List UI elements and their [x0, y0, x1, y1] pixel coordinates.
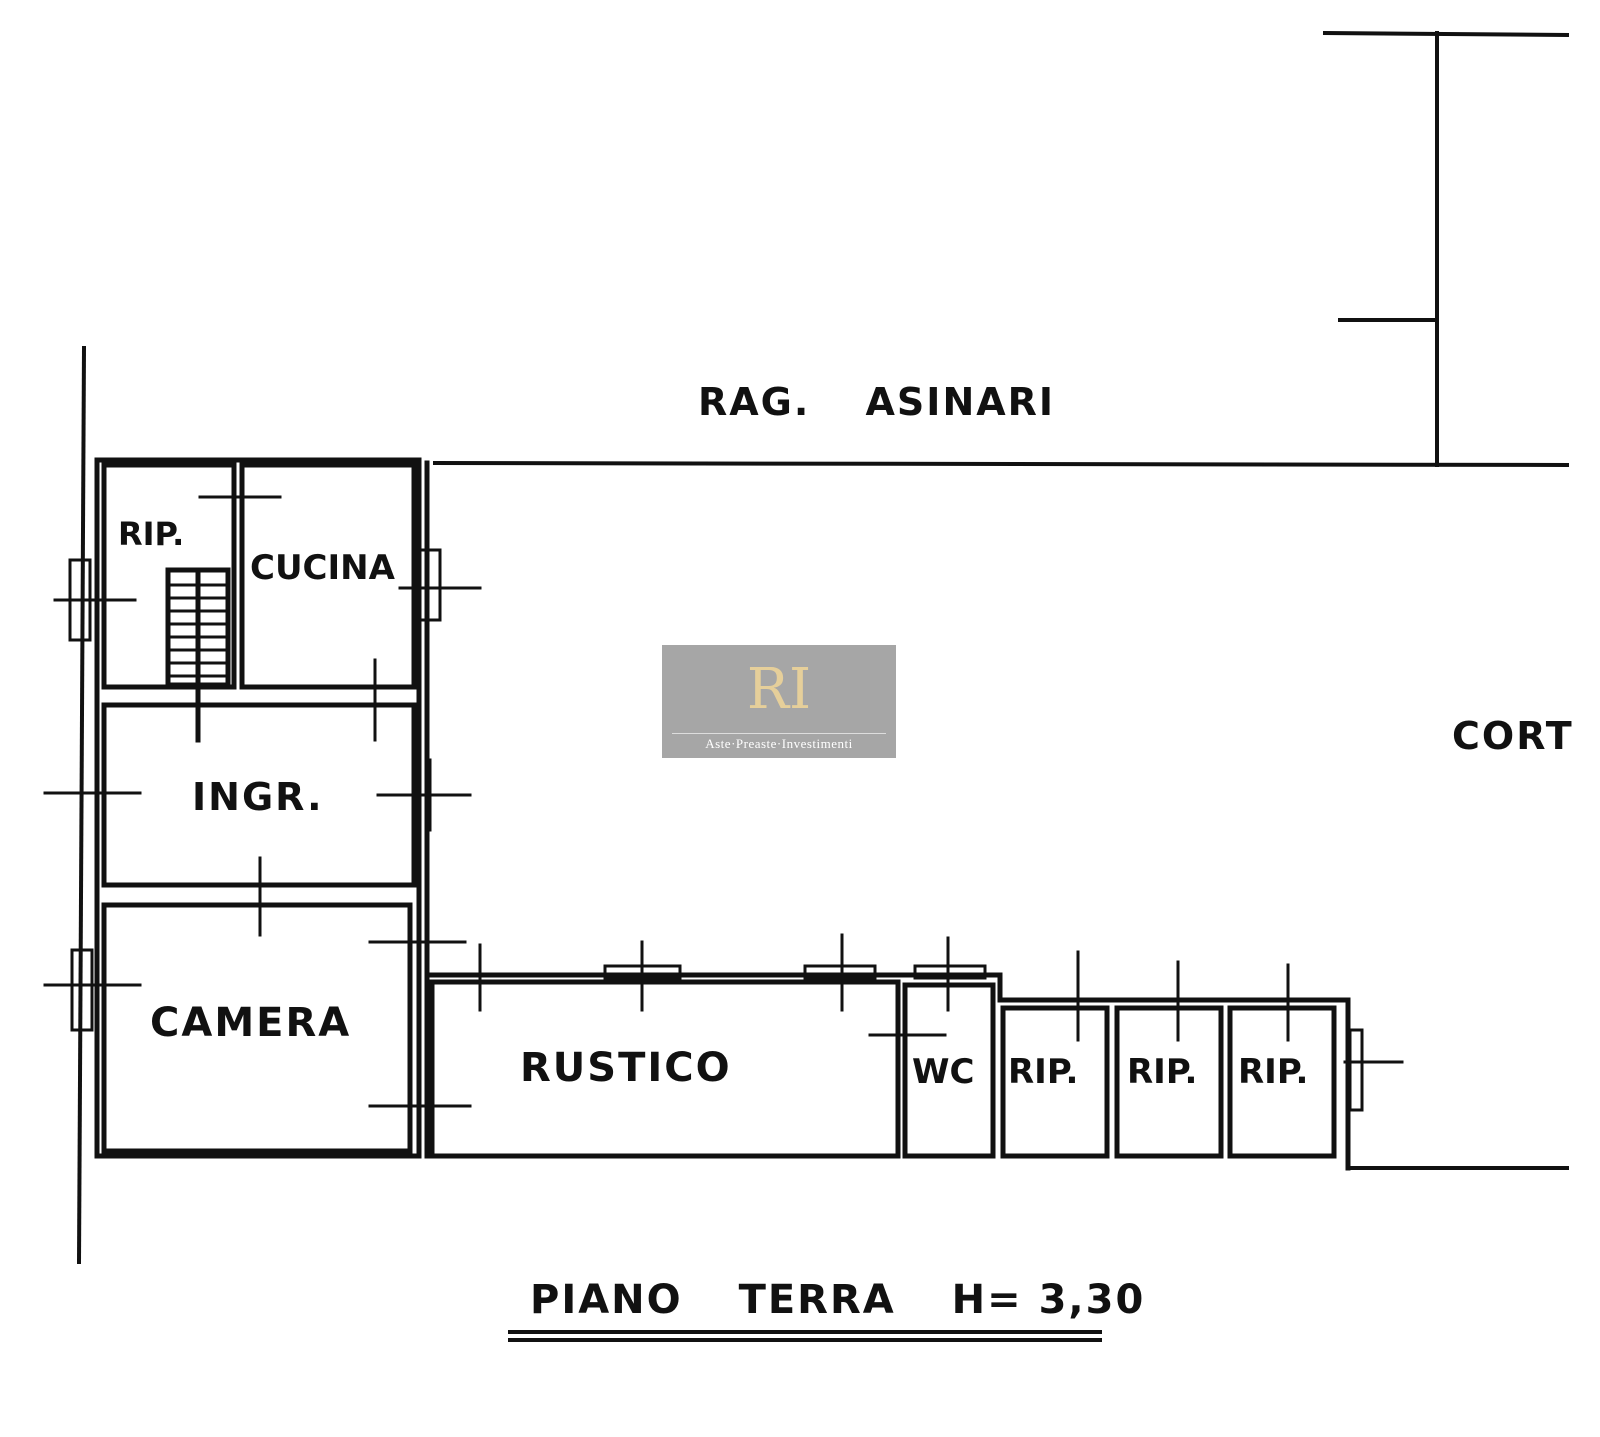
room-label-camera: CAMERA [150, 1000, 352, 1046]
floor-title: PIANO TERRA H= 3,30 [530, 1277, 1145, 1323]
outbuilding-walls [427, 972, 1351, 1171]
watermark-tagline: Aste·Preaste·Investimenti [672, 733, 886, 752]
staircase [165, 567, 231, 743]
room-label-rip-1: RIP. [1008, 1052, 1079, 1092]
watermark-logo: RI [746, 657, 812, 722]
watermark: RI Aste·Preaste·Investimenti [662, 645, 896, 758]
room-label-rip-2: RIP. [1127, 1052, 1198, 1092]
room-label-rustico: RUSTICO [520, 1045, 732, 1091]
street-label: RAG. ASINARI [698, 380, 1056, 424]
floor-height: H= 3,30 [951, 1277, 1146, 1323]
room-label-wc: WC [912, 1052, 975, 1092]
title-underline [508, 1330, 1102, 1342]
room-label-ingresso: INGR. [192, 775, 324, 819]
courtyard-label: CORT [1452, 714, 1574, 758]
room-label-cucina: CUCINA [250, 548, 395, 588]
window-marks [43, 495, 1404, 1112]
room-label-rip-3: RIP. [1238, 1052, 1309, 1092]
room-label-rip: RIP. [118, 515, 185, 553]
boundary-lines [76, 30, 1570, 1265]
floor-name: PIANO TERRA [530, 1277, 896, 1323]
